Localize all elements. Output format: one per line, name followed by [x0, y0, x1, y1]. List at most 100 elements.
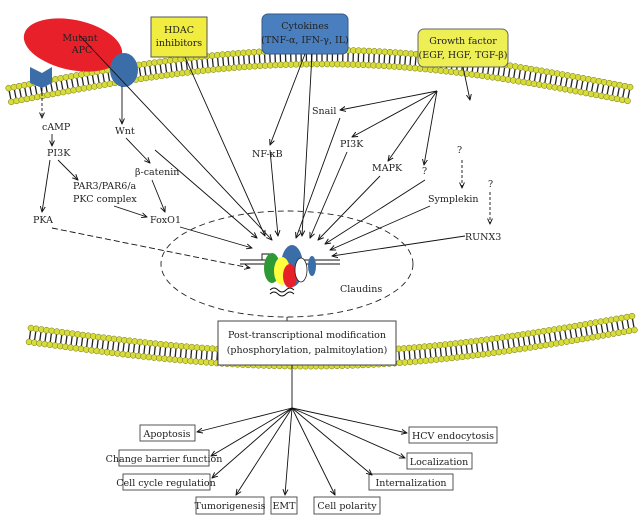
membrane-top-lipid-head: [626, 83, 634, 91]
membrane-bottom-lipid-tail: [158, 346, 162, 357]
membrane-bottom-lipid-tail: [70, 335, 73, 346]
membrane-bottom-lipid-tail: [507, 338, 510, 349]
membrane-top-lipid-tail: [55, 81, 59, 92]
membrane-top-lipid-head: [606, 79, 613, 87]
ptm-line-2: (phosphorylation, palmitoylation): [227, 345, 388, 356]
membrane-top-lipid-head: [5, 84, 12, 92]
membrane-top-lipid-tail: [622, 87, 626, 99]
membrane-top-lipid-tail: [175, 61, 178, 72]
outcome-cell-polarity: Cell polarity: [313, 496, 381, 515]
claudins-label: Claudins: [340, 284, 382, 295]
membrane-bottom-lipid-tail: [475, 342, 479, 353]
membrane-top-lipid-tail: [107, 71, 111, 82]
membrane-top-lipid-tail: [507, 67, 511, 78]
membrane-bottom-lipid-tail: [138, 343, 141, 354]
membrane-top-lipid-tail: [206, 58, 209, 69]
membrane-bottom-lipid-tail: [164, 346, 167, 357]
membrane-top-lipid-tail: [13, 88, 17, 100]
membrane-top-lipid-tail: [211, 57, 214, 68]
outcome-apoptosis: Apoptosis: [139, 424, 196, 442]
pka-label: PKA: [33, 215, 53, 226]
upstream-arrows: [42, 35, 490, 268]
membrane-top-lipid-tail: [29, 85, 33, 97]
membrane-top-lipid-head: [569, 73, 577, 80]
pi3k-right-label: PI3K: [340, 139, 364, 150]
membrane-bottom-lipid-tail: [584, 326, 588, 337]
membrane-bottom-lipid-tail: [216, 351, 219, 362]
membrane-bottom-lipid-tail: [470, 343, 474, 354]
membrane-bottom-lipid-tail: [553, 331, 557, 342]
membrane-top-lipid-tail: [580, 80, 584, 91]
outcome-tumorigenesis: Tumorigenesis: [195, 496, 266, 515]
ptm-line-1: Post-transcriptional modification: [228, 330, 386, 341]
membrane-top-lipid-tail: [606, 85, 610, 96]
outcome-internalization: Internalization: [368, 473, 454, 491]
membrane-bottom-lipid-tail: [39, 331, 42, 342]
membrane-top-lipid-head: [619, 96, 626, 104]
membrane-top-lipid-tail: [564, 77, 568, 88]
membrane-bottom-lipid-tail: [408, 349, 411, 361]
membrane-top-lipid-tail: [497, 66, 501, 77]
transcription-complex: [264, 245, 316, 288]
membrane-bottom-lipid-tail: [80, 336, 84, 348]
membrane-bottom-lipid-tail: [184, 348, 188, 359]
membrane-bottom-lipid-tail: [174, 347, 177, 358]
membrane-top-lipid-tail: [601, 84, 605, 95]
membrane-bottom-lipid-tail: [28, 329, 32, 341]
membrane-bottom-lipid-tail: [522, 336, 526, 347]
membrane-bottom-lipid-tail: [96, 338, 99, 350]
camp-label: cAMP: [42, 122, 71, 133]
membrane-bottom-lipid-tail: [413, 349, 416, 360]
membrane-bottom-lipid-tail: [600, 323, 604, 334]
membrane-top-lipid-tail: [164, 63, 168, 74]
beta-catenin-label: β-catenin: [135, 167, 179, 178]
membrane-top-lipid-tail: [143, 66, 147, 77]
membrane-top-lipid-tail: [575, 79, 579, 90]
membrane-top-lipid-tail: [96, 73, 100, 84]
membrane-bottom-lipid-tail: [610, 321, 614, 332]
membrane-top-lipid-tail: [237, 55, 240, 66]
membrane-bottom-lipid-tail: [527, 335, 531, 346]
membrane-top-lipid-tail: [616, 86, 620, 98]
growth-factor-box: Growth factor (EGF, HGF, TGF-β): [417, 28, 509, 68]
membrane-bottom-lipid-tail: [190, 349, 193, 360]
membrane-top-lipid-tail: [263, 53, 266, 64]
membrane-bottom-lipid-tail: [626, 318, 630, 330]
hdac-line-1: HDAC: [164, 25, 194, 36]
membrane-top-lipid-tail: [590, 82, 594, 93]
membrane-bottom-lipid-tail: [111, 340, 115, 351]
membrane-bottom-lipid-tail: [205, 350, 208, 361]
membrane-bottom-lipid-tail: [424, 348, 427, 359]
membrane-bottom-lipid-tail: [75, 336, 79, 347]
membrane-top-lipid-tail: [538, 72, 542, 83]
membrane-top-lipid-tail: [559, 76, 563, 87]
membrane-top-lipid-tail: [154, 64, 157, 75]
membrane-top-lipid-tail: [91, 74, 95, 85]
membrane-top-lipid-tail: [414, 56, 417, 67]
membrane-bottom-lipid-tail: [616, 320, 620, 331]
growth-factor-line-2: (EGF, HGF, TGF-β): [419, 50, 508, 61]
membrane-top-lipid-tail: [627, 88, 631, 100]
membrane-bottom-lipid-tail: [403, 350, 406, 361]
membrane-bottom-lipid-tail: [49, 332, 53, 343]
membrane-bottom-lipid-tail: [605, 322, 609, 333]
membrane-top-lipid-tail: [512, 68, 516, 79]
membrane-top-lipid-head: [67, 73, 75, 80]
membrane-top-lipid-tail: [253, 54, 256, 65]
membrane-top-lipid-tail: [404, 55, 407, 66]
membrane-bottom-lipid-tail: [44, 332, 47, 343]
membrane-top-lipid-tail: [611, 85, 615, 97]
membrane-top-lipid-head: [621, 82, 629, 90]
membrane-top-lipid-tail: [570, 78, 574, 89]
symplekin-label: Symplekin: [428, 194, 479, 205]
receptor-chevron-icon: [30, 67, 52, 88]
mutant-apc-label: Mutant: [62, 33, 97, 44]
nucleus-boundary: [160, 210, 414, 318]
membrane-top-lipid-head: [611, 80, 618, 88]
membrane-top-lipid-tail: [544, 73, 548, 84]
membrane-top-lipid-tail: [528, 70, 532, 82]
par-complex-line-2: PKC complex: [73, 194, 137, 205]
membrane-bottom-lipid-tail: [418, 349, 422, 360]
membrane-top-lipid-tail: [596, 83, 600, 94]
